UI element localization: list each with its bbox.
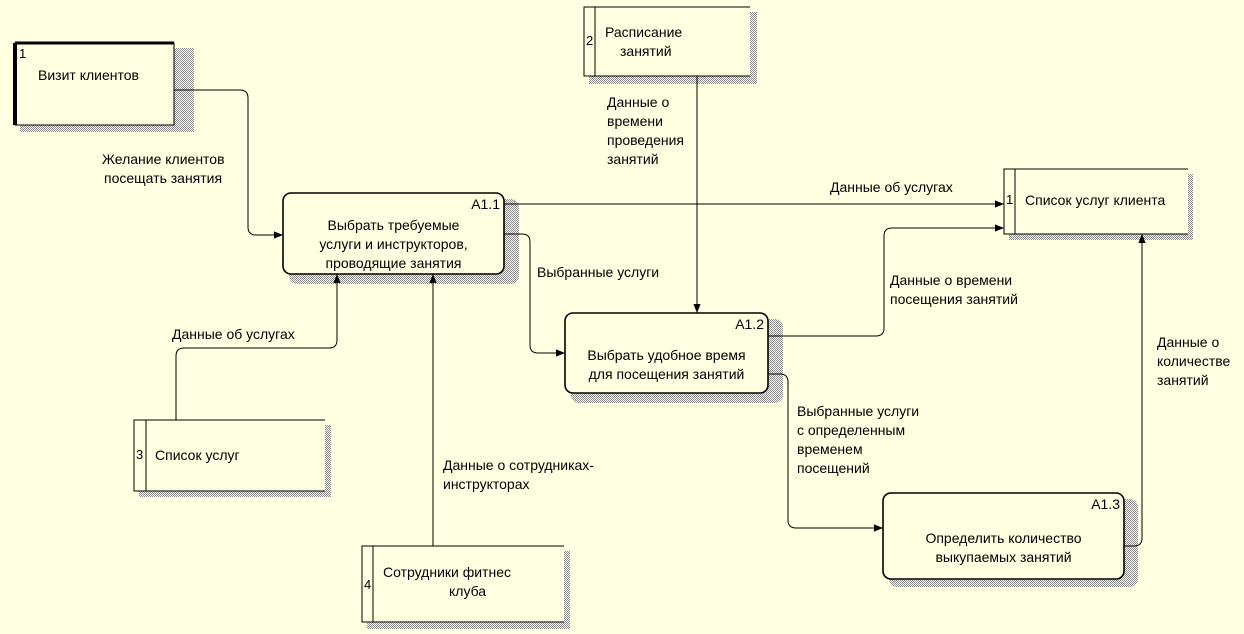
- data-store-services[interactable]: [133, 419, 325, 492]
- process-a1-1-code: A1.1: [471, 196, 500, 212]
- flow-visit-time-label-1: Данные о времени: [890, 272, 1013, 288]
- flow-visit-time-label-2: посещения занятий: [890, 291, 1018, 307]
- process-a1-3[interactable]: [882, 492, 1125, 580]
- flow-chosen-label: Выбранные услуги: [537, 264, 660, 280]
- external-entity-visit[interactable]: [13, 41, 175, 126]
- flow-services-left-arrow[interactable]: [175, 274, 341, 420]
- process-a1-3-line-1: Определить количество: [925, 530, 1082, 546]
- flow-schedule-time-label-4: занятий: [607, 151, 659, 167]
- store-staff-label-1: Сотрудники фитнес: [383, 564, 511, 580]
- flow-services-top-label: Данные об услугах: [830, 179, 953, 195]
- store-services-label: Список услуг: [155, 447, 240, 463]
- flow-quantity-label-2: количестве: [1157, 353, 1231, 369]
- flow-instructors-label-2: инструкторах: [443, 476, 530, 492]
- process-a1-1-line-2: услуги и инструкторов,: [319, 236, 468, 252]
- flow-wish-label-1: Желание клиентов: [102, 151, 225, 167]
- store-staff-label-2: клуба: [449, 583, 487, 599]
- process-a1-2-code: A1.2: [735, 316, 764, 332]
- store-services-number: 3: [136, 447, 144, 462]
- flow-chosen-time-label-4: посещений: [797, 460, 870, 476]
- store-staff-number: 4: [364, 577, 372, 592]
- store-client-services-number: 1: [1006, 192, 1014, 207]
- flow-schedule-time-label-1: Данные о: [607, 94, 670, 110]
- flow-wish-arrow[interactable]: [174, 89, 283, 239]
- process-a1-1-line-3: проводящие занятия: [325, 255, 462, 271]
- flow-services-left-label: Данные об услугах: [172, 326, 295, 342]
- process-a1-1-line-1: Выбрать требуемые: [327, 217, 460, 233]
- external-visit-number: 1: [19, 46, 27, 61]
- store-client-services-label: Список услуг клиента: [1025, 192, 1166, 208]
- flow-quantity-label-3: занятий: [1157, 372, 1209, 388]
- data-store-schedule[interactable]: [583, 6, 750, 77]
- flow-schedule-time-label-3: проведения: [607, 132, 684, 148]
- data-store-client-services[interactable]: [1003, 168, 1188, 235]
- flow-chosen-time-label-1: Выбранные услуги: [797, 403, 920, 419]
- flow-wish-label-2: посещать занятия: [104, 170, 223, 186]
- process-a1-3-code: A1.3: [1091, 496, 1120, 512]
- flow-quantity-arrow[interactable]: [1124, 234, 1146, 547]
- store-schedule-label-2: занятий: [620, 43, 672, 59]
- flow-schedule-time-label-2: времени: [607, 113, 663, 129]
- process-a1-2-line-1: Выбрать удобное время: [587, 347, 746, 363]
- data-store-staff[interactable]: [361, 545, 564, 623]
- flow-quantity-label-1: Данные о: [1157, 334, 1220, 350]
- flow-visit-time-arrow[interactable]: [768, 224, 1004, 337]
- flow-instructors-label-1: Данные о сотрудниках-: [443, 457, 594, 473]
- store-schedule-number: 2: [586, 33, 594, 48]
- process-a1-2-line-2: для посещения занятий: [588, 366, 745, 382]
- process-a1-3-line-2: выкупаемых занятий: [935, 549, 1072, 565]
- flow-chosen-time-arrow[interactable]: [768, 373, 883, 532]
- flow-chosen-time-label-2: с определенным: [797, 422, 906, 438]
- flow-chosen-time-label-3: временем: [797, 441, 863, 457]
- external-visit-label: Визит клиентов: [38, 67, 139, 83]
- flow-chosen-arrow[interactable]: [504, 233, 565, 357]
- store-schedule-label-1: Расписание: [605, 24, 683, 40]
